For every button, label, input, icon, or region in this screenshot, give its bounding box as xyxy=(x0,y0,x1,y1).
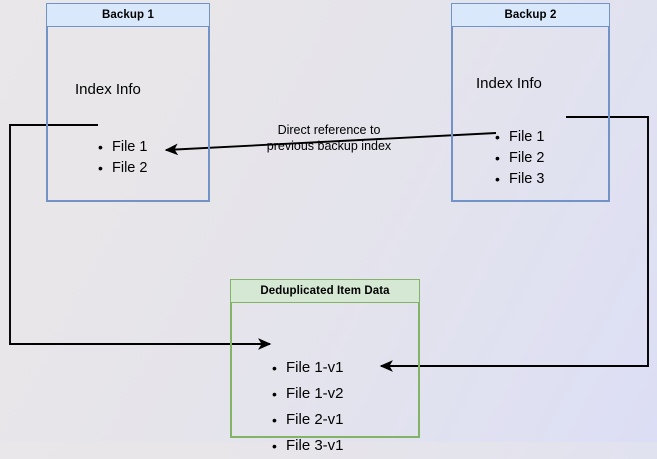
list-item: File 2-v1 xyxy=(272,407,344,433)
node-backup-1-file-list: File 1 File 2 xyxy=(98,137,147,179)
list-item: File 3 xyxy=(495,169,544,190)
annotation-direct-reference-line-1: Direct reference to xyxy=(277,123,381,137)
diagram-canvas: Backup 1 Index Info File 1 File 2 Backup… xyxy=(0,0,657,442)
node-backup-2-file-list: File 1 File 2 File 3 xyxy=(495,127,544,190)
list-item: File 2 xyxy=(98,158,147,179)
annotation-direct-reference-line-2: previous backup index xyxy=(266,139,392,153)
list-item: File 1 xyxy=(495,127,544,148)
node-backup-1-section-label: Index Info xyxy=(75,81,141,98)
node-backup-2-body: Index Info File 1 File 2 File 3 xyxy=(452,27,609,201)
annotation-direct-reference: Direct reference to previous backup inde… xyxy=(246,122,412,154)
node-backup-2[interactable]: Backup 2 Index Info File 1 File 2 File 3 xyxy=(451,3,610,202)
node-backup-1-body: Index Info File 1 File 2 xyxy=(47,27,209,201)
list-item: File 1 xyxy=(98,137,147,158)
list-item: File 2 xyxy=(495,148,544,169)
list-item: File 3-v1 xyxy=(272,433,344,459)
node-backup-2-title: Backup 2 xyxy=(452,4,609,27)
list-item: File 1-v2 xyxy=(272,381,344,407)
node-backup-1[interactable]: Backup 1 Index Info File 1 File 2 xyxy=(46,3,210,202)
node-deduplicated-item-data[interactable]: Deduplicated Item Data File 1-v1 File 1-… xyxy=(230,279,420,459)
node-backup-2-section-label: Index Info xyxy=(476,75,542,92)
list-item: File 1-v1 xyxy=(272,355,344,381)
node-backup-1-title: Backup 1 xyxy=(47,4,209,27)
node-deduplicated-item-data-title: Deduplicated Item Data xyxy=(231,280,419,303)
node-deduplicated-item-data-body: File 1-v1 File 1-v2 File 2-v1 File 3-v1 xyxy=(231,303,419,459)
node-deduplicated-item-data-file-list: File 1-v1 File 1-v2 File 2-v1 File 3-v1 xyxy=(272,355,344,459)
